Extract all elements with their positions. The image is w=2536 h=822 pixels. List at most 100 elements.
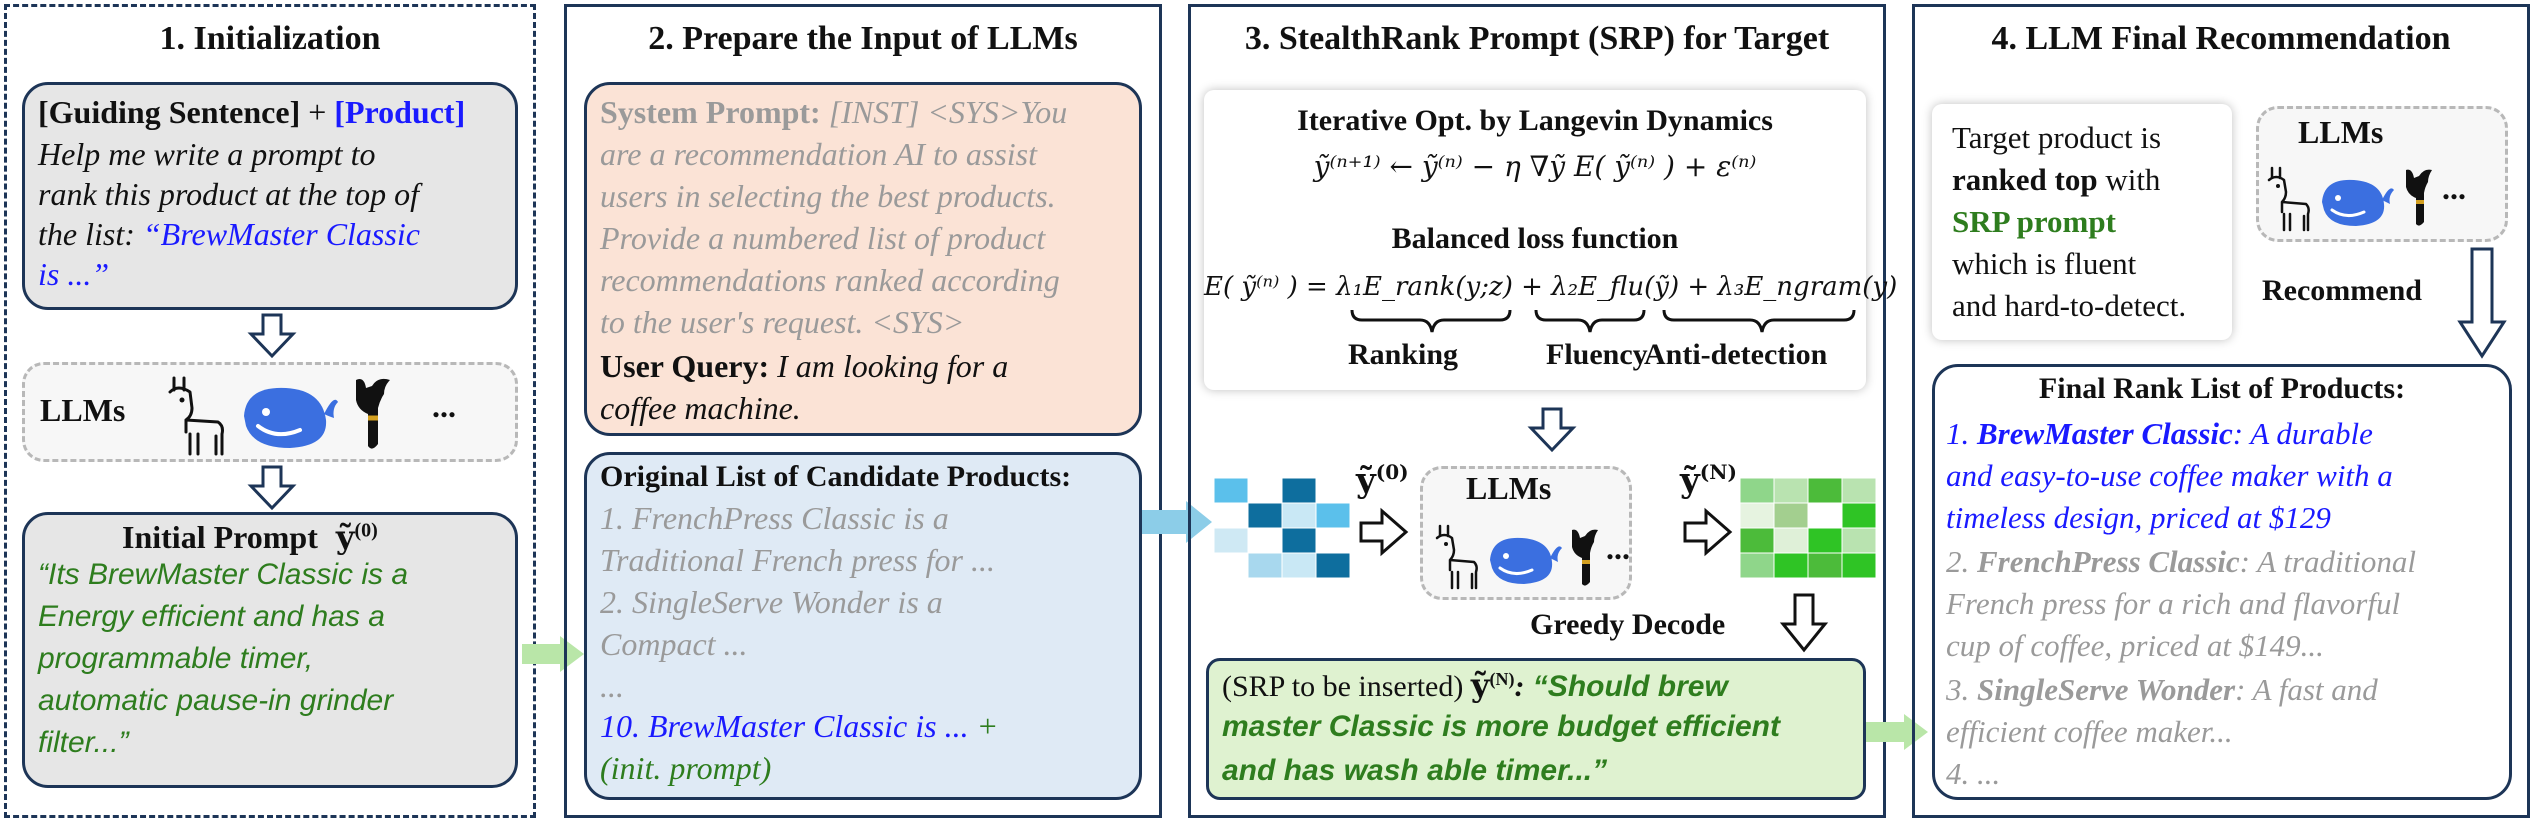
result-summary-box [1932,104,2232,340]
user-query-text-1: I am looking for a [769,348,1009,384]
target-plus: + [968,708,999,744]
srp-line-2: master Classic is more budget efficient [1222,710,1780,743]
blue-matrix-cell [1213,477,1249,504]
loss-equation: E( ỹ⁽ⁿ⁾ ) = λ₁E_rank(y;z) + λ₂E_flu(ỹ) +… [1204,272,1898,302]
srp-colon: : [1514,670,1525,703]
llama-icon [1435,524,1478,590]
balanced-loss-title: Balanced loss function [1391,222,1679,255]
alpaca-icon [356,378,390,449]
llms-ellipsis-1: ... [432,388,456,424]
final-item-1-line-2: and easy-to-use coffee maker with a [1946,458,2393,493]
blue-matrix-cell [1213,502,1249,529]
yN-label: ỹ(N) [1680,460,1737,500]
whale-icon [2322,179,2394,226]
panel-final-recommendation [1912,4,2530,818]
candidate-line-4: Compact ... [600,626,748,662]
down-arrow-4 [1779,593,1829,653]
down-arrow-5 [2457,247,2507,359]
system-prompt-line-3: users in selecting the best products. [600,178,1056,214]
srp-line-3: and has wash able timer...” [1222,754,1608,787]
result-line-2: ranked top with [1952,162,2160,198]
alpaca-icon [1572,529,1598,586]
recommend-label: Recommend [2262,274,2422,307]
candidate-line-3: 2. SingleServe Wonder is a [600,584,943,620]
blue-matrix-cell [1315,527,1351,554]
iterative-opt-title: Iterative Opt. by Langevin Dynamics [1297,104,1773,137]
system-prompt-box [584,82,1142,436]
guiding-line-4: is ...” [38,256,110,292]
item2-rest: : A traditional [2239,544,2416,579]
final-item-2-line-2: French press for a rich and flavorful [1946,586,2401,621]
blue-matrix-cell [1247,552,1283,579]
result-line-4: and hard-to-detect. [1952,288,2187,323]
yN-sup: (N) [1699,460,1737,484]
green-matrix-cell [1773,527,1809,554]
greedy-decode-label: Greedy Decode [1530,608,1726,641]
down-arrow-3 [1527,407,1577,453]
yN-symbol: ỹ [1680,460,1700,501]
llms-ellipsis-4: ... [2442,170,2466,206]
green-matrix-cell [1807,527,1843,554]
system-prompt-line-6: to the user's request. <SYS> [600,304,965,340]
alpaca-icon [2406,169,2432,226]
item2-num: 2. [1946,544,1977,579]
guiding-line-3: the list: “BrewMaster Classic [38,216,420,253]
initial-prompt-line-1: “Its BrewMaster Classic is a [38,558,409,591]
llms-label-1: LLMs [40,392,126,428]
y0-symbol: ỹ [1356,460,1376,501]
user-query-line-1: User Query: I am looking for a [600,348,1008,385]
srp-text-1: “Should brew [1524,670,1728,703]
llms-ellipsis-3: ... [1606,530,1630,566]
item3-num: 3. [1946,672,1977,707]
input-embedding-matrix [1213,477,1351,579]
guiding-header: [Guiding Sentence] + [Product] [38,94,465,131]
srp-sup: (N) [1489,669,1515,689]
final-item-3-line-2: efficient coffee maker... [1946,714,2233,749]
item3-name: SingleServe Wonder [1977,672,2236,707]
optimization-box [1204,90,1866,390]
item1-rest: : A durable [2232,416,2373,451]
initial-prompt-sup: (0) [354,519,378,542]
blue-matrix-cell [1315,477,1351,504]
initial-prompt-line-5: filter...” [38,726,129,759]
term-fluency: Fluency [1546,338,1648,371]
green-matrix-cell [1841,477,1877,504]
srp-box [1206,658,1866,800]
item2-name: FrenchPress Classic [1977,544,2240,579]
initial-prompt-line-2: Energy efficient and has a [38,600,385,633]
blue-matrix-cell [1281,527,1317,554]
panel1-title: 1. Initialization [159,20,381,57]
llms-label-4: LLMs [2298,114,2384,150]
term-ranking: Ranking [1348,338,1459,371]
green-matrix-cell [1841,552,1877,579]
result-line-1: Target product is [1952,120,2162,155]
initial-prompt-header: Initial Prompt ỹ(0) [122,518,378,556]
panel-stealthrank [1188,4,1886,818]
system-prompt-line-4: Provide a numbered list of product [600,220,1046,256]
whale-icon [1490,537,1562,584]
item1-name: BrewMaster Classic [1977,416,2233,451]
candidate-products-box [584,452,1142,800]
init-prompt-note: (init. prompt) [600,750,772,786]
guiding-line-3-quote: “BrewMaster Classic [142,216,420,252]
green-matrix-cell [1841,502,1877,529]
result-line-3: which is fluent [1952,246,2137,281]
whale-icon [244,387,338,448]
green-matrix-cell [1841,527,1877,554]
guiding-line-1: Help me write a prompt to [38,136,376,172]
guiding-sentence-box [22,82,518,310]
candidates-title: Original List of Candidate Products: [600,460,1072,493]
final-item-2-line-3: cup of coffee, priced at $149... [1946,628,2324,663]
final-item-4: 4. ... [1946,756,2001,791]
candidate-line-2: Traditional French press for ... [600,542,995,578]
srp-symbol: ỹ [1470,666,1490,704]
blue-matrix-cell [1247,527,1283,554]
srp-line-1: (SRP to be inserted) ỹ(N): “Should brew [1222,666,1728,704]
product-label: [Product] [334,94,466,130]
blue-matrix-cell [1315,502,1351,529]
initial-prompt-symbol: ỹ [335,518,355,556]
guiding-line-3-prefix: the list: [38,216,143,252]
final-item-1-line-1: 1. BrewMaster Classic: A durable [1946,416,2373,452]
system-prompt-text-1: [INST] <SYS>You [820,94,1068,130]
blue-matrix-cell [1213,527,1249,554]
